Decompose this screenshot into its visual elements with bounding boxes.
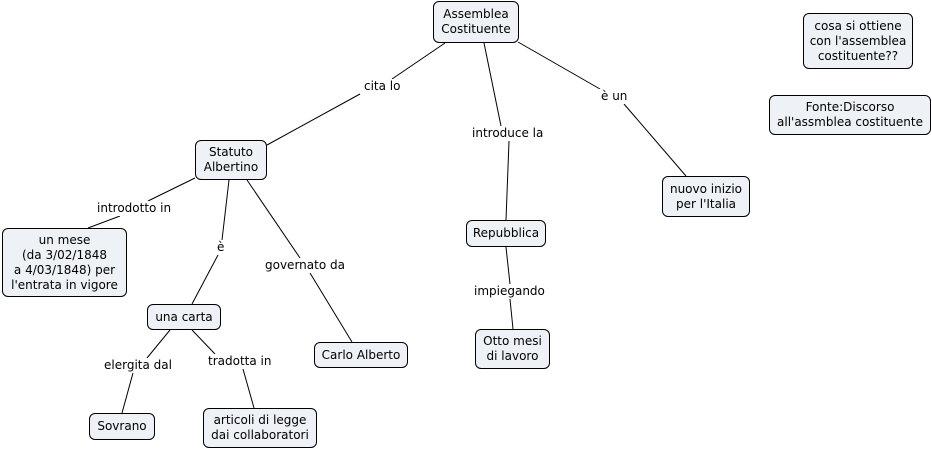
connector-governato-carlo [309,272,353,343]
link-label-tradotta-in: tradotta in [206,354,274,369]
connector-statuto-e [221,179,230,241]
connector-unacarta-elergita [146,329,171,359]
concept-node-fonte[interactable]: Fonte:Discorso all'assmblea costituente [769,95,931,135]
link-label-introdotto-in: introdotto in [95,201,174,216]
connector-eun-nuovo [623,103,687,177]
connector-assemblea-introduce [483,42,502,127]
link-label-impiegando: impiegando [472,284,547,299]
concept-node-carlo-alberto[interactable]: Carlo Alberto [314,342,408,368]
link-label-introduce-la: introduce la [470,126,546,141]
concept-node-una-carta[interactable]: una carta [147,304,221,330]
connector-citalo-statuto [266,93,361,146]
concept-node-nuovo-inizio[interactable]: nuovo inizio per l'Italia [662,176,750,217]
connector-tradotta-articoli [242,368,255,409]
concept-node-assemblea-costituente[interactable]: Assemblea Costituente [433,1,519,43]
link-label-governato-da: governato da [263,258,347,273]
concept-node-repubblica[interactable]: Repubblica [466,220,546,247]
connector-repubblica-impiegando [505,246,511,285]
connector-impiegando-ottomesi [509,298,514,330]
link-label-e-un: è un [599,89,630,104]
connector-statuto-introdotto [147,177,196,202]
connector-unacarta-tradotta [191,329,216,355]
concept-node-articoli-di-legge[interactable]: articoli di legge dai collaboratori [203,408,317,448]
connector-assemblea-citalo [391,42,446,80]
concept-node-otto-mesi[interactable]: Otto mesi di lavoro [475,329,550,369]
concept-node-domanda[interactable]: cosa si ottiene con l'assemblea costitue… [803,13,913,69]
connector-e-unacarta [191,254,219,305]
concept-node-statuto-albertino[interactable]: Statuto Albertino [195,140,267,180]
connector-assemblea-eun [517,41,601,90]
link-label-e: è [215,240,227,255]
link-label-elergita-dal: elergita dal [102,358,174,373]
concept-node-sovrano[interactable]: Sovrano [89,413,155,440]
connector-introdotto-unmese [87,215,121,229]
connector-elergita-sovrano [121,372,134,414]
link-label-cita-lo: cita lo [362,79,403,94]
concept-node-un-mese[interactable]: un mese (da 3/02/1848 a 4/03/1848) per l… [2,228,127,297]
connector-introduce-repubblica [505,140,510,221]
connector-statuto-governato [246,179,301,259]
